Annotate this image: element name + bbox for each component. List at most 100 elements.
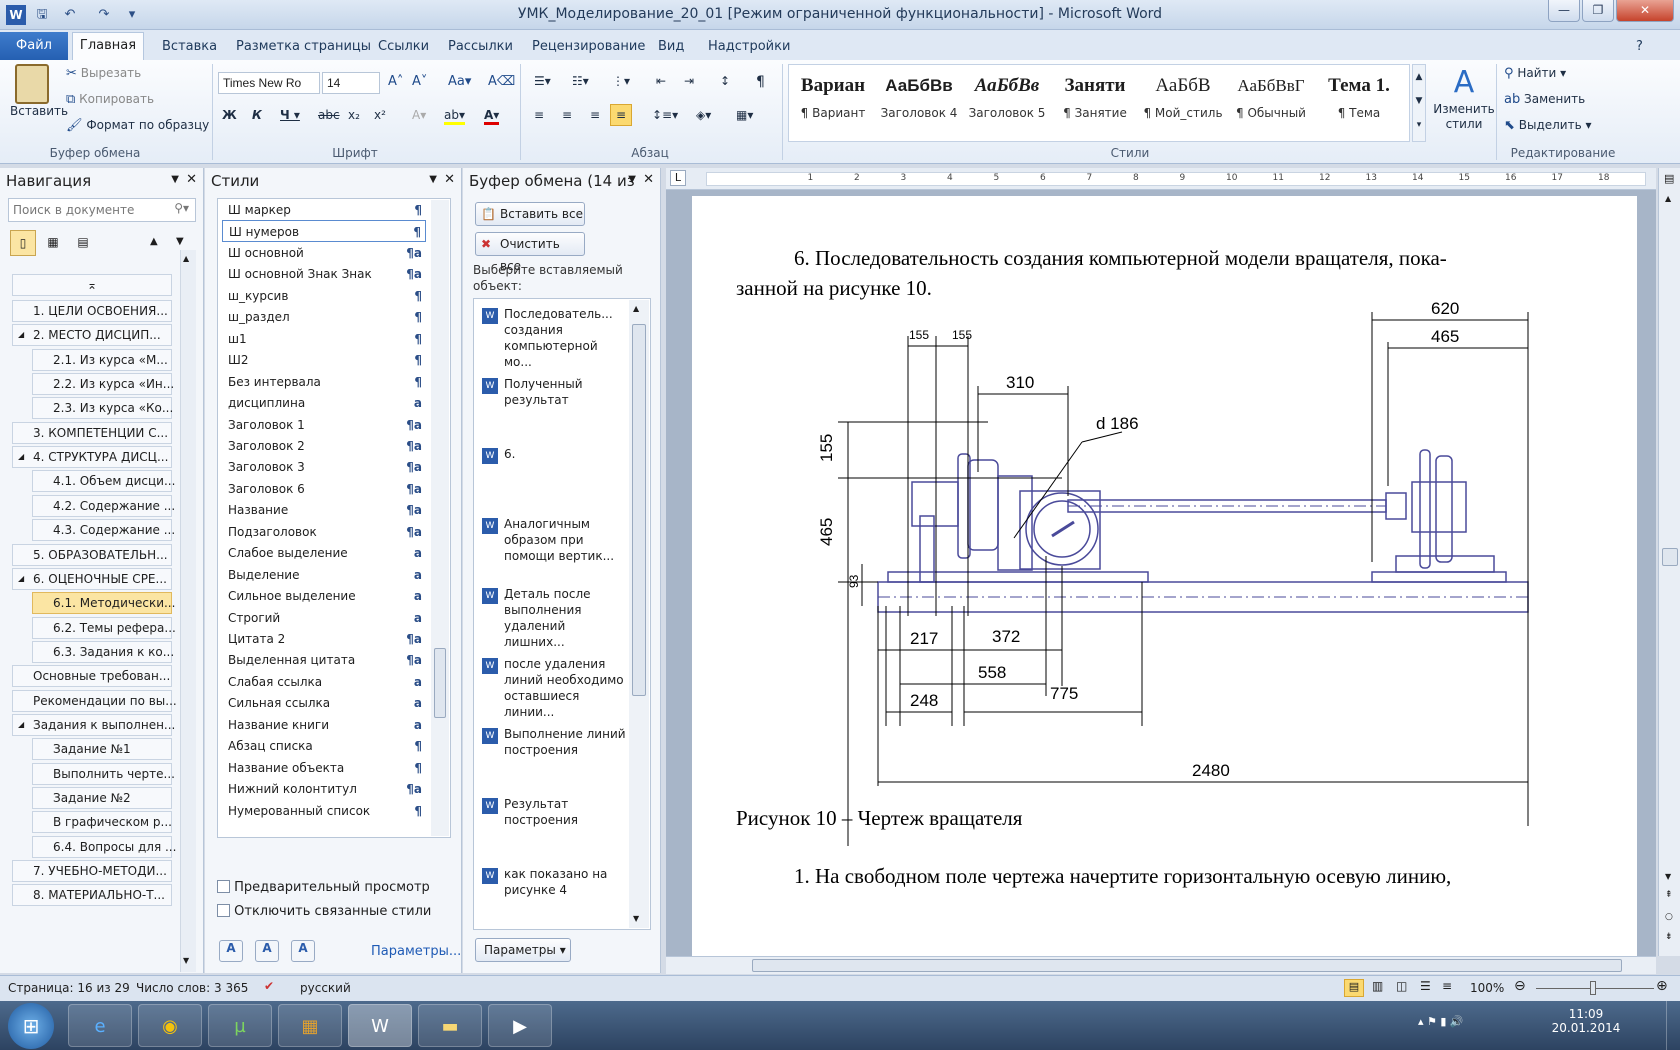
headings-view-icon[interactable]: ▯ [10, 230, 36, 256]
replace-button[interactable]: ab Заменить [1504, 92, 1585, 107]
tab-view[interactable]: Вид [658, 39, 685, 54]
style-item[interactable]: Ш2¶ [222, 349, 426, 371]
results-view-icon[interactable]: ▤ [77, 235, 89, 249]
clipboard-scrollbar[interactable]: ▲ ▼ [629, 300, 649, 928]
font-color-icon[interactable]: A▾ [484, 108, 500, 125]
style-item[interactable]: Нумерованный список¶ [222, 800, 426, 822]
expand-icon[interactable]: ◢ [18, 573, 25, 583]
subscript-icon[interactable]: x₂ [348, 108, 360, 122]
multilevel-list-icon[interactable]: ⋮▾ [612, 74, 631, 88]
style-item[interactable]: Заголовок 3¶a [222, 456, 426, 478]
tab-file[interactable]: Файл [0, 32, 68, 60]
scroll-up-icon[interactable]: ▲ [183, 254, 190, 263]
nav-item[interactable]: ◢4. СТРУКТУРА ДИСЦ... [12, 446, 172, 469]
justify-icon[interactable]: ≡ [610, 104, 632, 126]
nav-item[interactable]: 4.2. Содержание ... [32, 494, 175, 517]
nav-item[interactable]: 6.4. Вопросы для ... [32, 835, 176, 858]
nav-item[interactable]: 5. ОБРАЗОВАТЕЛЬН... [12, 543, 172, 566]
nav-item[interactable]: 6.2. Темы рефера... [32, 616, 176, 639]
style-normal[interactable]: АаБбВвГ¶ Обычный [1228, 66, 1314, 136]
tab-insert[interactable]: Вставка [162, 39, 218, 54]
pane-menu-icon[interactable]: ▼ [429, 174, 437, 185]
save-icon[interactable]: 🖫 [36, 7, 48, 22]
close-icon[interactable]: ✕ [643, 172, 654, 187]
decrease-indent-icon[interactable]: ⇤ [656, 74, 667, 88]
style-variant[interactable]: Вариан¶ Вариант [790, 66, 876, 136]
borders-icon[interactable]: ▦▾ [736, 108, 754, 122]
style-item[interactable]: ш1¶ [222, 328, 426, 350]
style-item[interactable]: Цитата 2¶a [222, 628, 426, 650]
style-item[interactable]: Название¶a [222, 499, 426, 521]
styles-scrollbar[interactable] [431, 200, 449, 836]
pane-menu-icon[interactable]: ▼ [171, 174, 179, 185]
select-button[interactable]: ⬉ Выделить ▾ [1504, 118, 1592, 133]
nav-item[interactable]: ◢Задания к выполнен... [12, 713, 175, 736]
style-item[interactable]: Ш основной Знак Знак¶a [222, 263, 426, 285]
style-item[interactable]: Ш нумеров¶ [222, 220, 426, 243]
nav-item[interactable]: Задание №2 [32, 787, 172, 809]
undo-icon[interactable]: ↶ [64, 7, 76, 22]
nav-item[interactable]: 8. МАТЕРИАЛЬНО-Т... [12, 884, 172, 907]
tab-home[interactable]: Главная [72, 32, 144, 61]
scroll-thumb[interactable] [434, 648, 446, 718]
nav-collapse-top[interactable]: ⌅ [12, 274, 172, 296]
expand-icon[interactable]: ◢ [18, 452, 25, 462]
new-style-icon[interactable]: A [219, 940, 243, 962]
strikethrough-icon[interactable]: abc [318, 108, 340, 122]
nav-item[interactable]: В графическом р... [32, 811, 172, 834]
tray-flag-icon[interactable]: ▴ ⚑ ▮ 🔊 [1418, 1015, 1464, 1028]
style-item[interactable]: Абзац списка¶ [222, 735, 426, 757]
nav-item[interactable]: 1. ЦЕЛИ ОСВОЕНИЯ... [12, 300, 172, 322]
linked-styles-checkbox[interactable]: Отключить связанные стили [217, 904, 431, 919]
reading-view-icon[interactable]: ▥ [1372, 979, 1384, 993]
ie-icon[interactable]: e [68, 1004, 132, 1047]
customize-qat-icon[interactable]: ▾ [128, 7, 136, 22]
zoom-in-icon[interactable]: ⊕ [1656, 978, 1668, 994]
style-item[interactable]: Без интервала¶ [222, 371, 426, 393]
nav-item[interactable]: 2.1. Из курса «М... [32, 348, 172, 371]
clear-format-icon[interactable]: A⌫ [488, 74, 516, 89]
style-item[interactable]: Подзаголовок¶a [222, 521, 426, 543]
font-size-select[interactable]: 14 [322, 72, 380, 94]
nav-item[interactable]: 3. КОМПЕТЕНЦИИ С... [12, 421, 172, 444]
align-center-icon[interactable]: ≡ [562, 108, 573, 122]
help-icon[interactable]: ? [1636, 39, 1643, 54]
tab-mailings[interactable]: Рассылки [448, 39, 513, 54]
scroll-thumb[interactable] [752, 959, 1622, 972]
align-right-icon[interactable]: ≡ [590, 108, 601, 122]
show-desktop-button[interactable] [1666, 1001, 1680, 1050]
style-inspector-icon[interactable]: A [255, 940, 279, 962]
nav-item[interactable]: 6.3. Задания к ко... [32, 640, 174, 663]
restore-button[interactable]: ❐ [1582, 0, 1614, 22]
horizontal-scrollbar[interactable] [666, 956, 1656, 974]
line-spacing-icon[interactable]: ↕≡▾ [652, 108, 679, 122]
clear-all-button[interactable]: ✖Очистить все [475, 232, 585, 273]
preview-checkbox[interactable]: Предварительный просмотр [217, 880, 430, 895]
paste-button[interactable]: Вставить [10, 64, 68, 118]
nav-scrollbar[interactable]: ▲ ▼ [180, 250, 196, 972]
nav-item[interactable]: Задание №1 [32, 738, 172, 761]
search-input[interactable]: Поиск в документе⚲▾ [8, 198, 196, 222]
change-case-icon[interactable]: Aa▾ [448, 74, 472, 89]
gallery-scroll[interactable]: ▲▼▾ [1412, 64, 1426, 142]
style-item[interactable]: Название объекта¶ [222, 757, 426, 779]
chrome-icon[interactable]: ◉ [138, 1004, 202, 1047]
style-item[interactable]: ш_раздел¶ [222, 306, 426, 328]
nav-item[interactable]: 2.2. Из курса «Ин... [32, 373, 174, 396]
paragraph-6[interactable]: 6. Последовательность создания компьютер… [794, 246, 1447, 270]
expand-icon[interactable]: ◢ [18, 330, 25, 340]
underline-icon[interactable]: Ч ▾ [280, 108, 300, 122]
scroll-down-icon[interactable]: ▼ [1665, 872, 1672, 881]
document-page[interactable]: 6. Последовательность создания компьютер… [692, 196, 1637, 956]
